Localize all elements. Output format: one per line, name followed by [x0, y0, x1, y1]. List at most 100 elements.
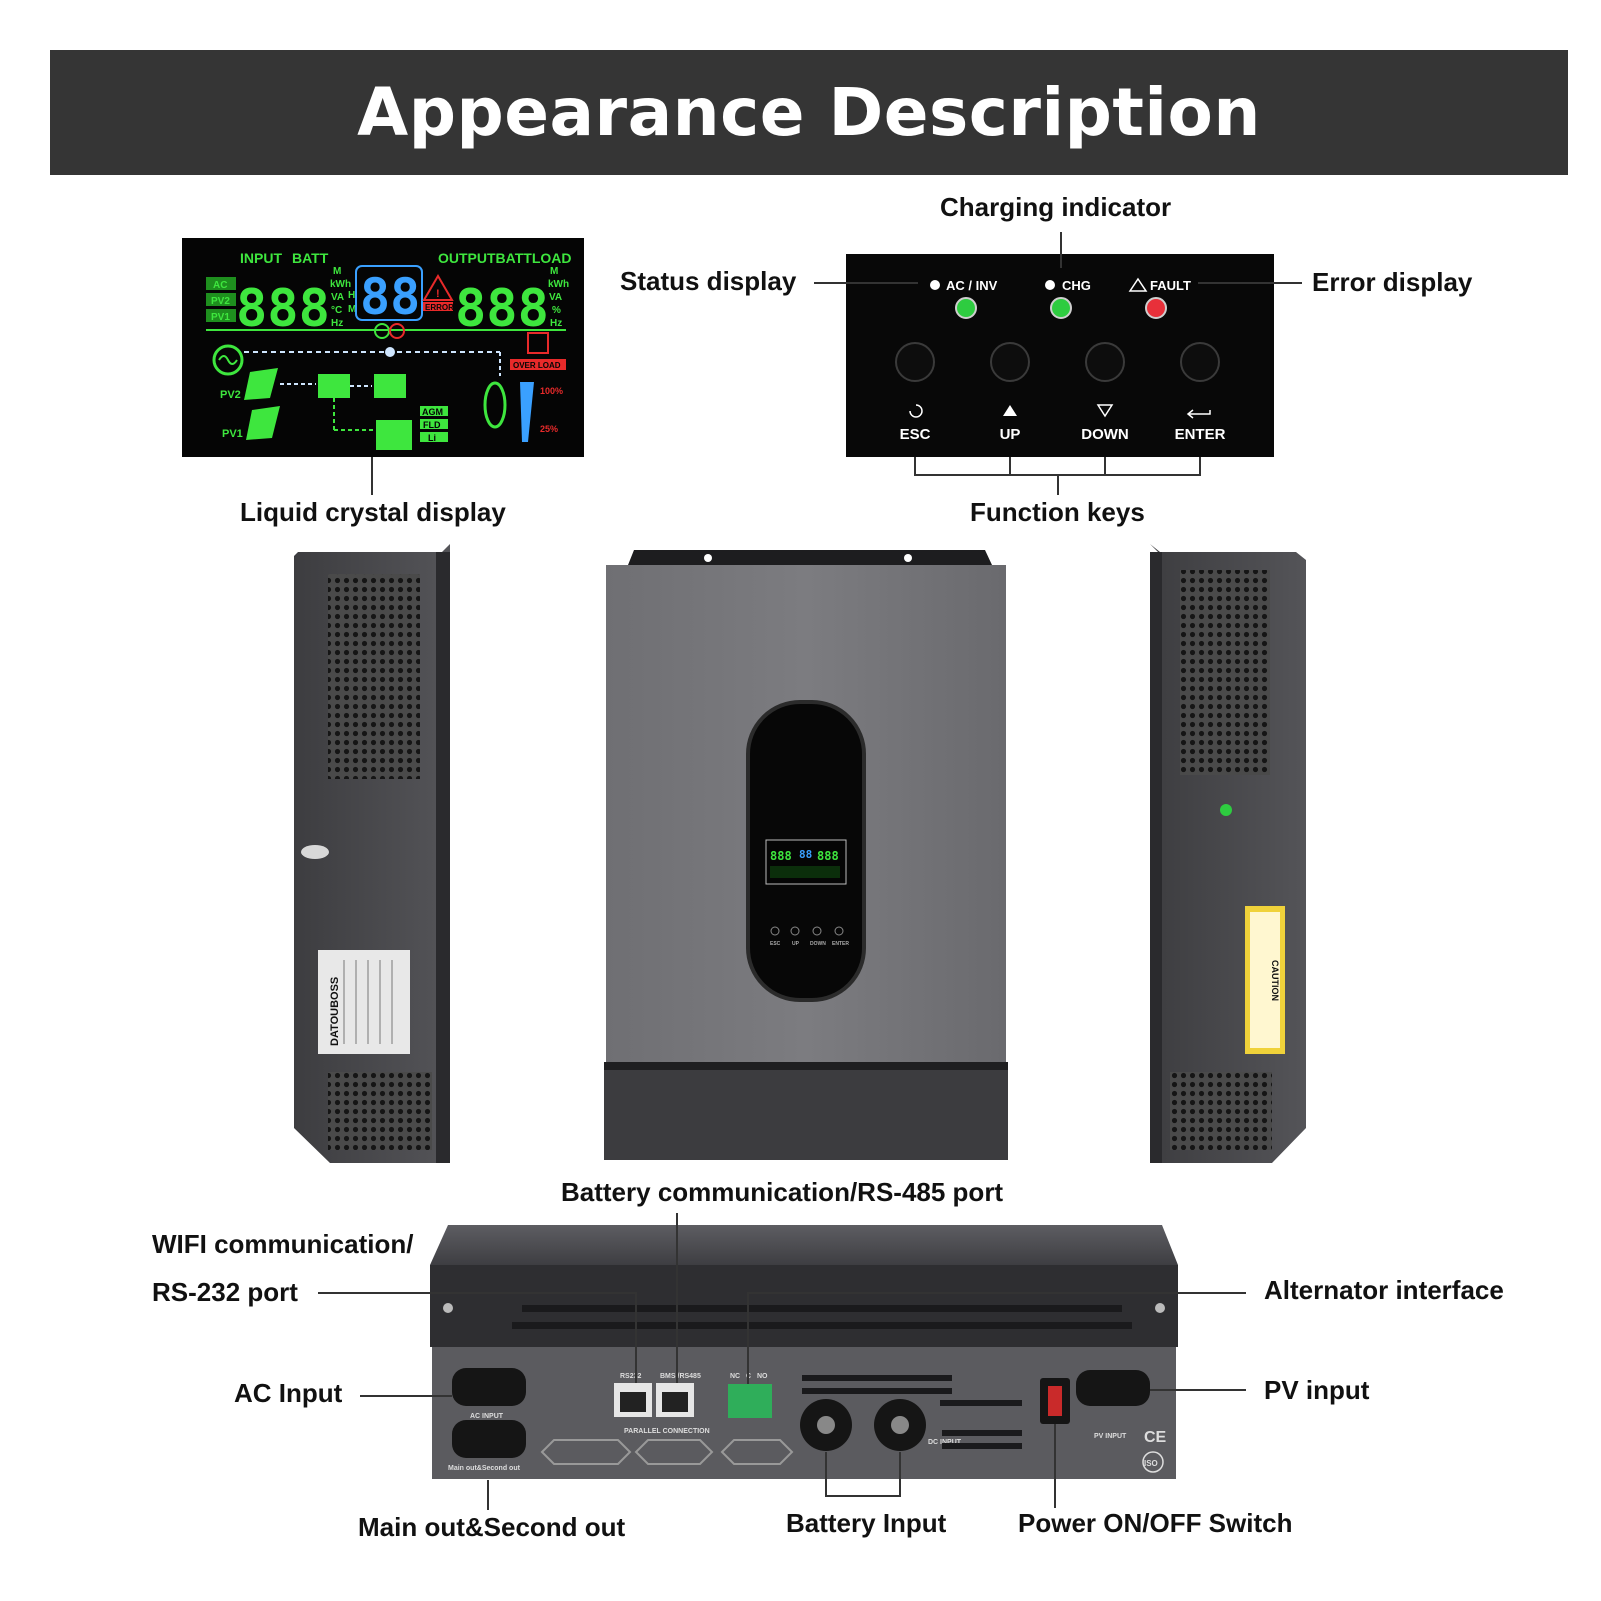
- ac-inv-led: [955, 297, 977, 319]
- ac-input-label: AC Input: [234, 1378, 343, 1408]
- sun-icon: [930, 280, 940, 290]
- dry-contact: NC: [730, 1373, 740, 1380]
- lcd-left-unit: °C: [331, 305, 342, 316]
- main-out-socket: [452, 1420, 526, 1458]
- lcd-overload-label: OVER LOAD: [513, 361, 561, 370]
- rear-pv-input: PV INPUT: [1094, 1433, 1127, 1440]
- function-keys-label: Function keys: [970, 497, 1145, 527]
- wifi-comm-label: WIFI communication/: [152, 1229, 414, 1259]
- pv2-panel-icon: [244, 368, 278, 400]
- warning-icon: [1128, 277, 1148, 292]
- rear-rs232: RS232: [620, 1373, 642, 1380]
- mini-key: ESC: [770, 941, 781, 947]
- iso-mark: [1142, 1451, 1164, 1473]
- fault-led: [1145, 297, 1167, 319]
- rear-view: AC INPUT Main out&Second out RS232 BMS /…: [430, 1225, 1178, 1479]
- lcd-error-label: ERROR: [425, 303, 454, 312]
- error-display-label: Error display: [1312, 267, 1473, 297]
- lcd-pct: 100%: [540, 386, 563, 396]
- down-icon: [1096, 404, 1114, 418]
- lcd-left-unit: kWh: [330, 279, 351, 290]
- lcd-mid-digits: 88: [360, 268, 420, 326]
- svg-text:ISO: ISO: [1144, 1459, 1158, 1468]
- svg-text:!: !: [436, 288, 440, 300]
- lcd-pct: 25%: [540, 424, 558, 434]
- charging-indicator-label: Charging indicator: [940, 192, 1172, 222]
- svg-text:888: 888: [817, 849, 839, 863]
- lcd-tag-pv1: PV1: [211, 312, 230, 323]
- bulb-load-icon: [483, 381, 507, 429]
- up-icon: [1003, 405, 1017, 416]
- indicator-label: CHG: [1062, 278, 1091, 293]
- ac-input-socket: [452, 1368, 526, 1406]
- lcd-right-unit: M: [550, 266, 558, 277]
- indicator-label: AC / INV: [946, 278, 998, 293]
- lcd-battype: FLD: [423, 420, 441, 430]
- lcd-right-unit: kWh: [548, 279, 569, 290]
- status-display-label: Status display: [620, 266, 797, 296]
- lcd-outputbattload-label: OUTPUTBATTLOAD: [438, 250, 572, 266]
- main-out-label: Main out&Second out: [358, 1512, 626, 1542]
- lcd-label: Liquid crystal display: [240, 497, 506, 527]
- rear-main-out: Main out&Second out: [448, 1465, 521, 1472]
- title-banner: Appearance Description: [50, 50, 1568, 175]
- enter-icon: [1186, 409, 1211, 419]
- mini-key: ENTER: [832, 941, 849, 947]
- page-title: Appearance Description: [357, 74, 1261, 151]
- lcd-batt-label: BATT: [292, 250, 329, 266]
- caution-label: CAUTION: [1270, 960, 1280, 1001]
- down-key: [1085, 342, 1125, 382]
- key-label: ESC: [900, 426, 931, 443]
- lcd-input-label: INPUT: [240, 250, 282, 266]
- front-view: 888 88 888 ESC UP DOWN ENTER: [604, 550, 1008, 1160]
- alternator-label: Alternator interface: [1264, 1275, 1504, 1305]
- mini-key: UP: [792, 941, 800, 947]
- key-label: ENTER: [1175, 426, 1226, 443]
- mini-key: DOWN: [810, 941, 826, 947]
- esc-icon: [909, 404, 923, 418]
- lcd-right-unit: Hz: [550, 318, 562, 329]
- power-switch-label: Power ON/OFF Switch: [1018, 1508, 1293, 1538]
- callout-lines: [814, 232, 1302, 495]
- up-key: [990, 342, 1030, 382]
- dry-contact: NO: [757, 1373, 768, 1380]
- lcd-left-unit: M: [333, 266, 341, 277]
- lcd-m-label: M: [348, 304, 356, 315]
- lcd-pv1-label: PV1: [222, 428, 243, 440]
- side-brand: DATOUBOSS: [329, 977, 341, 1046]
- lcd-left-unit: Hz: [331, 318, 343, 329]
- rear-dc-input: DC INPUT: [928, 1439, 962, 1446]
- error-warning-icon: [422, 274, 454, 301]
- pv1-panel-icon: [246, 406, 280, 440]
- lcd-right-unit: %: [552, 305, 561, 316]
- lcd-battype: AGM: [422, 407, 443, 417]
- rear-callout-lines: [318, 1213, 1246, 1510]
- lcd-battype: Li: [428, 433, 436, 443]
- left-side-view: DATOUBOSS: [294, 544, 450, 1163]
- chg-led: [1050, 297, 1072, 319]
- battery-comm-label: Battery communication/RS-485 port: [561, 1177, 1004, 1207]
- lcd-tag-ac: AC: [213, 280, 227, 291]
- rear-ac-input: AC INPUT: [470, 1413, 504, 1420]
- lcd-pv2-label: PV2: [220, 389, 241, 401]
- svg-text:88: 88: [799, 848, 812, 861]
- esc-key: [895, 342, 935, 382]
- lcd-left-unit: VA: [331, 292, 344, 303]
- right-side-view: CAUTION: [1150, 544, 1306, 1163]
- sun-icon: [1045, 280, 1055, 290]
- control-panel: AC / INV CHG FAULT ESC UP DOWN ENTER: [846, 254, 1274, 457]
- rs232-label: RS-232 port: [152, 1277, 298, 1307]
- lcd-right-unit: VA: [549, 292, 562, 303]
- dry-contact-terminal: [728, 1384, 772, 1418]
- key-label: DOWN: [1081, 426, 1129, 443]
- ac-source-icon: [212, 344, 244, 376]
- enter-key: [1180, 342, 1220, 382]
- rear-rs485: BMS /RS485: [660, 1373, 701, 1380]
- battery-input-label: Battery Input: [786, 1508, 947, 1538]
- svg-text:888: 888: [770, 849, 792, 863]
- key-label: UP: [1000, 426, 1021, 443]
- lcd-display: INPUT BATT OUTPUTBATTLOAD AC PV2 PV1 888…: [182, 238, 584, 457]
- ce-mark: CE: [1144, 1429, 1167, 1446]
- indicator-label: FAULT: [1150, 278, 1191, 293]
